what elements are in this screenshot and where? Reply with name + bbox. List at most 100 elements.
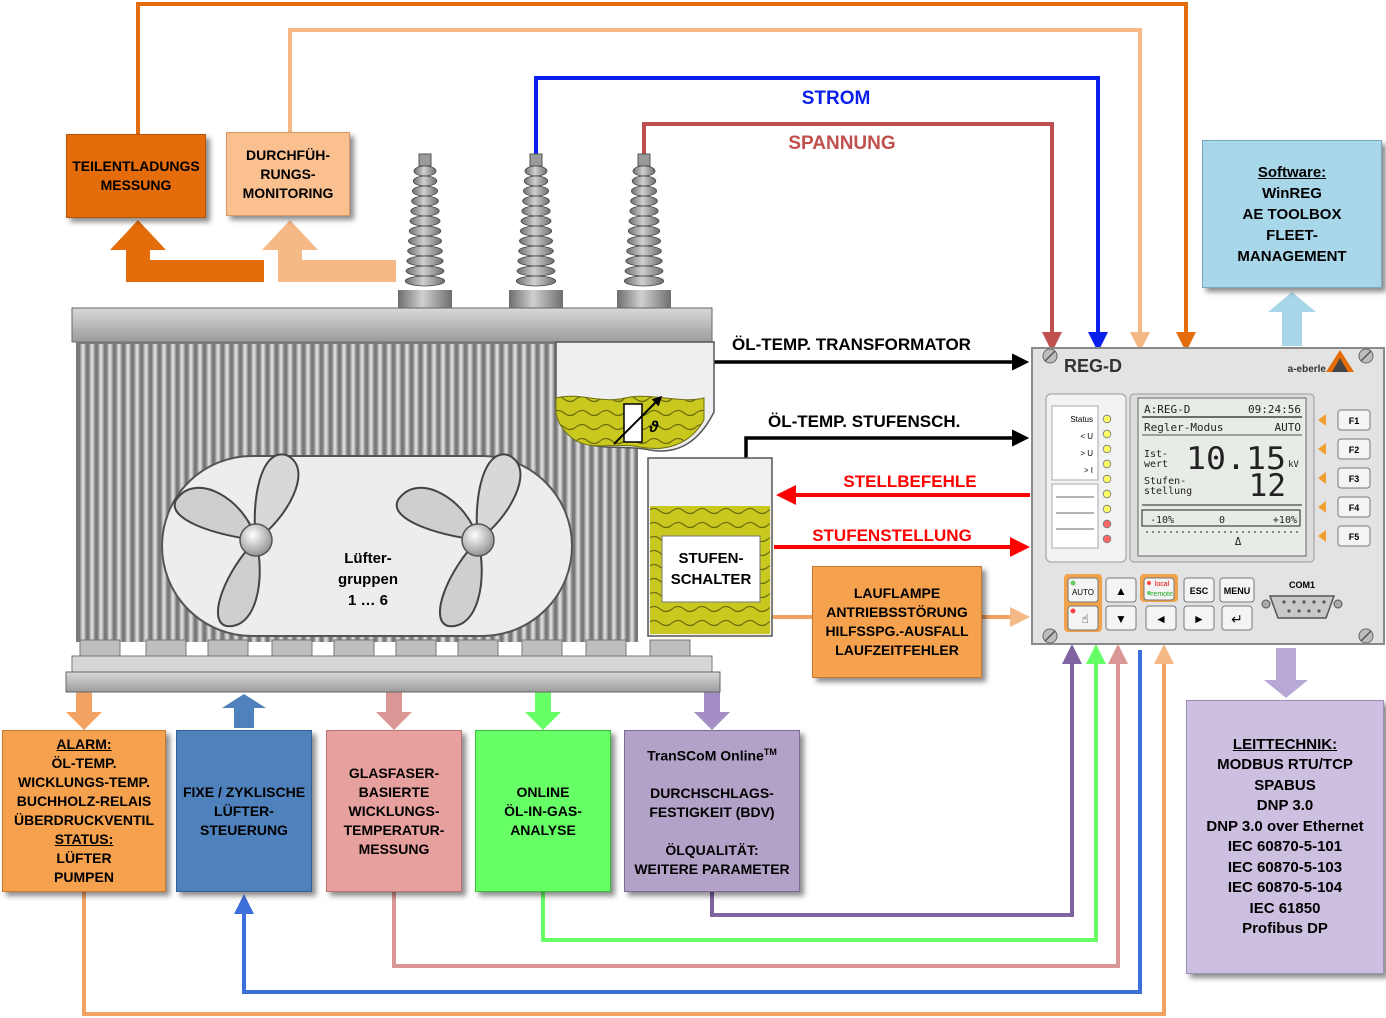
lauflampe-line1: LAUFLAMPE <box>853 585 941 601</box>
fan-label-line2: gruppen <box>338 571 398 588</box>
lcd-ist-label-2: wert <box>1144 459 1168 470</box>
leittechnik-item-iec101: IEC 60870-5-101 <box>1227 838 1343 855</box>
software-box: Software: WinREG AE TOOLBOX FLEET- MANAG… <box>1202 140 1382 288</box>
line-durchfuehrung <box>288 28 1150 352</box>
label-stufenstellung: STUFENSTELLUNG <box>812 526 972 545</box>
lcd-scale-mid: 0 <box>1219 515 1225 526</box>
bushing-shed <box>627 235 662 247</box>
tank-bottom-rail <box>71 655 713 673</box>
bushing-shed <box>406 255 444 267</box>
bushing-shed <box>631 175 657 187</box>
fkey-label: F2 <box>1349 445 1360 455</box>
auto-button[interactable]: AUTO <box>1067 577 1099 603</box>
bushing-shed <box>627 225 661 237</box>
bushing-shed <box>515 275 557 287</box>
durchfuehrung-line2: RUNGS- <box>260 165 316 182</box>
fkey-label: F4 <box>1349 503 1360 513</box>
bushing-cap <box>418 153 432 167</box>
lcd-mode-label: Regler-Modus <box>1144 421 1223 434</box>
alarm-title: ALARM: <box>56 736 112 752</box>
raise-button[interactable]: ▲ <box>1105 577 1137 603</box>
fkey-f4-button[interactable]: F4 <box>1337 496 1371 518</box>
line-teilentladung <box>136 2 1196 352</box>
bushing-shed <box>405 265 445 277</box>
glasfaser-line5: MESSUNG <box>358 840 430 857</box>
fan-left <box>173 453 300 628</box>
glasfaser-line4: TEMPERATUR- <box>343 821 445 838</box>
left-arrow-icon: ◄ <box>1155 612 1167 626</box>
bushing-shed <box>412 175 438 187</box>
line-luefter <box>234 650 1142 994</box>
fkey-indicator-icon <box>1318 501 1326 513</box>
radiator-fin <box>557 344 563 642</box>
bushing-shed <box>413 165 437 177</box>
fkey-label: F3 <box>1349 474 1360 484</box>
bushing-shed <box>632 165 656 177</box>
online-gas-box: ONLINE ÖL-IN-GAS- ANALYSE <box>475 730 611 892</box>
hand-icon: ☝ <box>1081 612 1088 626</box>
transcom-box: TranSCoM OnlineTM DURCHSCHLAGS- FESTIGKE… <box>624 730 800 892</box>
line-glasfaser <box>392 644 1128 968</box>
lcd-ist-label-1: Ist- <box>1144 449 1168 460</box>
teilentladung-line1: TEILENTLADUNGS <box>72 158 200 174</box>
transcom-line4: WEITERE PARAMETER <box>634 861 790 878</box>
arrow-to-durchfuehrung <box>262 220 396 282</box>
fkey-f2-button[interactable]: F2 <box>1337 438 1371 460</box>
temp-sensor <box>623 403 643 443</box>
leittechnik-item-dnp-ethernet: DNP 3.0 over Ethernet <box>1206 817 1364 835</box>
tank-foot <box>649 639 691 657</box>
right-button[interactable]: ► <box>1183 605 1215 631</box>
bushing-shed <box>523 185 550 197</box>
transcom-line3: ÖLQUALITÄT: <box>665 842 759 859</box>
status-leds <box>1102 414 1112 544</box>
glasfaser-box: GLASFASER- BASIERTE WICKLUNGS- TEMPERATU… <box>326 730 462 892</box>
fkey-f1-button[interactable]: F1 <box>1337 409 1371 431</box>
alarm-item-ueberdruck: ÜBERDRUCKVENTIL <box>14 812 154 828</box>
bushing-shed <box>518 245 554 257</box>
enter-button[interactable]: ↵ <box>1221 605 1253 631</box>
tank-feet <box>79 639 691 657</box>
glasfaser-line1: GLASFASER- <box>348 764 440 781</box>
tank-foot <box>207 639 249 657</box>
status-led <box>1102 489 1112 499</box>
lcd-ist-unit: kV <box>1288 460 1299 470</box>
lcd-stufe-value: 12 <box>1249 468 1286 504</box>
arrow-to-software <box>1268 292 1316 346</box>
alarm-item-wicklung: WICKLUNGS-TEMP. <box>18 774 150 790</box>
local-remote-button[interactable]: local remote <box>1143 577 1175 601</box>
lcd-header-left: A:REG-D <box>1144 403 1190 416</box>
label-oel-temp-trafo: ÖL-TEMP. TRANSFORMATOR <box>732 335 971 354</box>
com1-port-icon[interactable] <box>1261 595 1343 619</box>
leittechnik-item-profibus: Profibus DP <box>1242 920 1328 937</box>
radiator-fin <box>98 344 104 642</box>
esc-button[interactable]: ESC <box>1183 577 1215 603</box>
luefter-line2: LÜFTER- <box>214 802 274 819</box>
auto-button-label: AUTO <box>1072 588 1094 597</box>
radiator-fin <box>116 344 122 642</box>
label-strom: STROM <box>802 88 871 109</box>
menu-button[interactable]: MENU <box>1219 577 1255 603</box>
fkey-f5-button[interactable]: F5 <box>1337 525 1371 547</box>
software-item-winreg: WinREG <box>1262 184 1322 202</box>
bushing-shed <box>623 275 665 287</box>
radiator-fin <box>575 344 581 642</box>
teilentladung-box: TEILENTLADUNGS MESSUNG <box>66 134 206 218</box>
bushing-shed <box>408 225 442 237</box>
lcd-ist-value: 10.15 <box>1186 441 1286 477</box>
fkey-indicator-icon <box>1318 414 1326 426</box>
leittechnik-item-iec103: IEC 60870-5-103 <box>1227 858 1343 876</box>
radiator-fin <box>125 344 131 642</box>
control-buttons: AUTO ☝ ▲ ▼ local remote <box>1064 574 1255 632</box>
tap-changer-label-bg <box>661 535 761 603</box>
lower-button[interactable]: ▼ <box>1105 605 1137 631</box>
tank-foot <box>79 639 121 657</box>
manual-hand-button[interactable]: ☝ <box>1067 605 1099 631</box>
radiator-fin <box>143 344 149 642</box>
radiator-fin <box>584 344 590 642</box>
fkey-f3-button[interactable]: F3 <box>1337 467 1371 489</box>
fan-right <box>395 453 522 628</box>
status-overvoltage: > U <box>1080 449 1093 458</box>
transcom-line1: DURCHSCHLAGS- <box>650 785 774 802</box>
left-button[interactable]: ◄ <box>1145 605 1177 631</box>
luefter-steuerung-box: FIXE / ZYKLISCHE LÜFTER- STEUERUNG <box>176 730 312 892</box>
